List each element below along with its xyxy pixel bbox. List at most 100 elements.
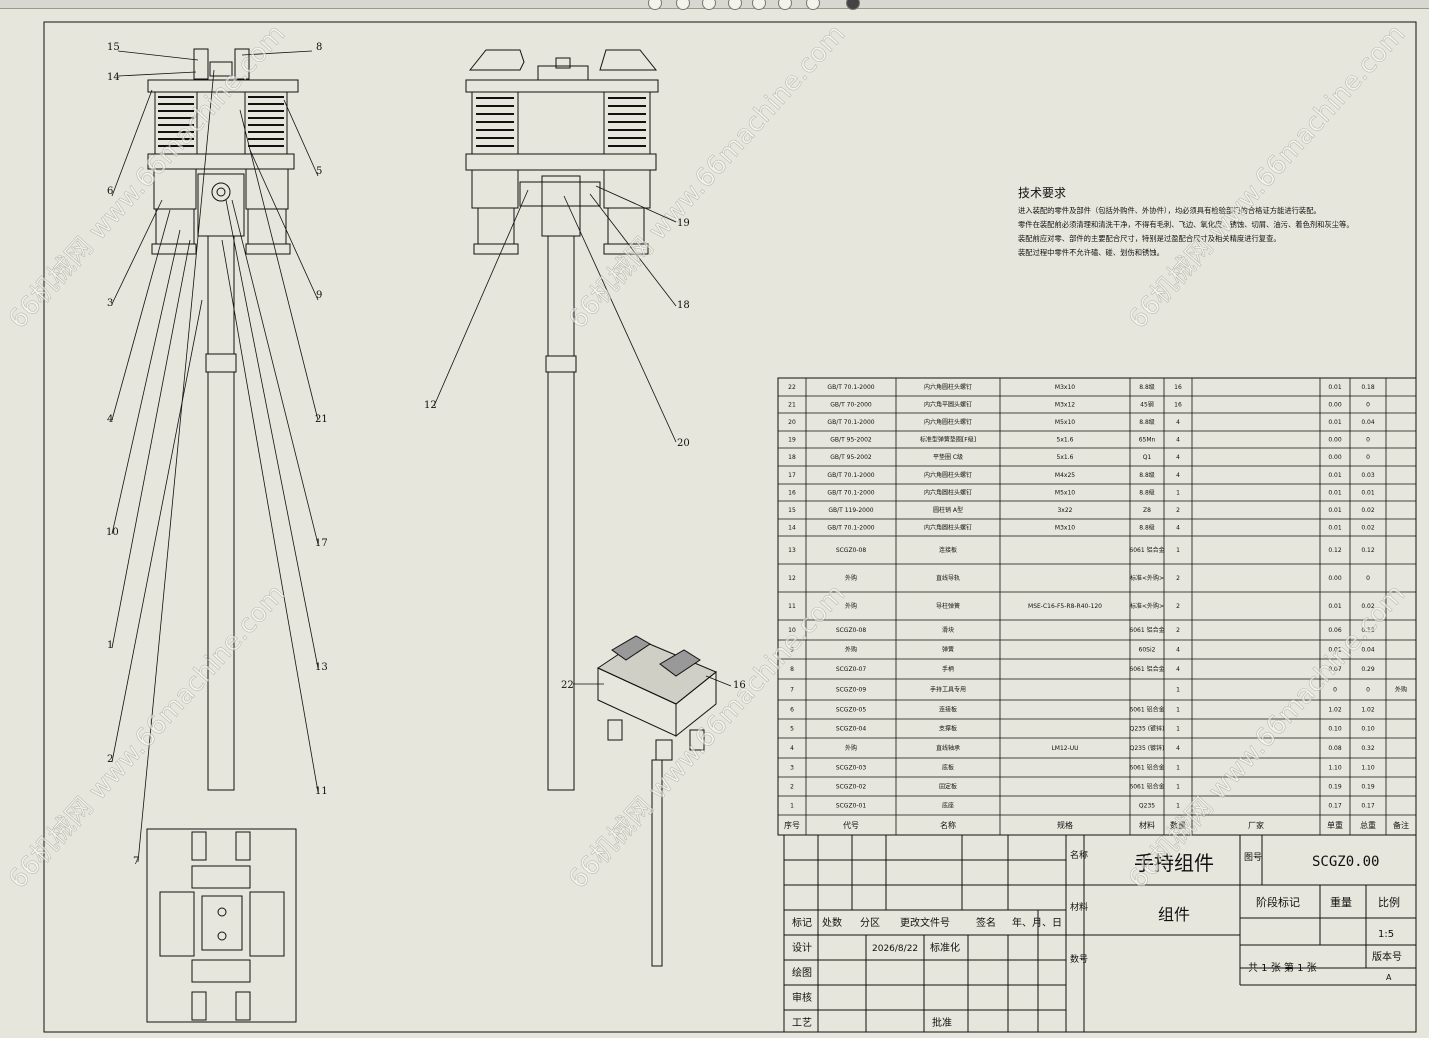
watermarks: 66机械网 www.66machine.com 66机械网 www.66mach… [3,19,1412,895]
bom-cell: 滑块 [942,626,954,634]
bom-cell: 0 [1366,402,1370,409]
tech-req-line: 进入装配的零件及部件（包括外购件、外协件），均必须具有检验部门的合格证方能进行装… [1018,206,1321,215]
bom-cell: 1 [790,803,794,810]
bom-cell: 0.17 [1361,803,1375,810]
view-icon[interactable] [806,0,820,10]
bom-cell: 0.19 [1361,784,1375,791]
sign-label: 签名 [976,916,996,929]
tech-req-line: 装配前应对零、部件的主要配合尺寸，特别是过盈配合尺寸及相关精度进行复查。 [1018,234,1281,243]
bom-cell: M3x12 [1055,402,1075,409]
material: 组件 [1158,905,1190,924]
zoom-area-icon[interactable] [676,0,690,10]
bom-cell: 4 [1176,419,1180,426]
rotate-icon[interactable] [752,0,766,10]
bom-cell: GB/T 119-2000 [828,507,873,514]
bom-cell: 16 [1174,384,1182,391]
callout-4: 4 [107,414,113,425]
watermark: 66机械网 www.66machine.com [563,19,851,335]
bom-header-cell: 备注 [1393,820,1409,830]
watermark: 66机械网 www.66machine.com [563,579,851,895]
bom-cell: 1.10 [1328,765,1342,772]
bom-cell: 8 [790,666,794,673]
bom-cell: 3 [790,765,794,772]
bom-cell: 1.10 [1361,765,1375,772]
design-label: 设计 [792,941,812,954]
bom-cell: 4 [790,745,794,752]
bom-cell: 0.19 [1328,784,1342,791]
zoom-in-icon[interactable] [702,0,716,10]
bom-cell: 直线导轨 [936,574,960,582]
weight-label: 重量 [1330,895,1352,909]
bom-header-cell: 材料 [1139,820,1155,830]
technical-requirements: 技术要求 进入装配的零件及部件（包括外购件、外协件），均必须具有检验部门的合格证… [1018,186,1354,257]
design-date: 2026/8/22 [872,944,918,954]
bom-cell: SCGZ0-07 [836,666,867,673]
callout-7: 7 [133,856,139,867]
bom-cell: 12 [788,575,796,582]
bom-cell: 0.01 [1328,419,1342,426]
bom-cell: 1 [1176,707,1180,714]
bom-cell: 2 [1176,627,1180,634]
callout-19: 19 [677,218,690,229]
bom-cell: GB/T 70.1-2000 [827,490,874,497]
bom-cell: 内六角平圆头螺钉 [924,401,972,409]
sheet-count: 共 1 张 第 1 张 [1248,961,1317,974]
bom-header-cell: 名称 [940,820,956,830]
name-label: 名称 [1070,849,1088,861]
display-icon[interactable] [846,0,860,10]
callout-17: 17 [315,538,328,549]
bom-cell: 固定板 [939,783,957,791]
bom-cell: 0.02 [1361,507,1375,514]
bom-cell: 8.8级 [1139,383,1155,391]
bom-cell: Q1 [1143,454,1152,461]
bom-cell: 内六角圆柱头螺钉 [924,383,972,391]
bom-cell: GB/T 70.1-2000 [827,472,874,479]
number-label: 数号 [1070,953,1088,965]
bom-cell: 4 [1176,525,1180,532]
bom-cell: 6 [790,707,794,714]
bom-cell: 连接板 [939,706,957,714]
bom-cell: 6061 铝合金 [1129,626,1164,634]
bom-cell: 0.18 [1361,384,1375,391]
bom-cell: 4 [1176,454,1180,461]
bom-cell: 0 [1366,454,1370,461]
bom-cell: 0.06 [1328,627,1342,634]
bom-cell: 4 [1176,666,1180,673]
callout-1: 1 [107,640,113,651]
scale-label: 比例 [1378,895,1400,909]
bom-cell: 13 [788,547,796,554]
bom-cell: 0.00 [1328,575,1342,582]
bom-cell: 1.02 [1361,707,1375,714]
version-value: A [1386,973,1392,982]
bom-header-cell: 厂家 [1248,820,1264,830]
pan-icon[interactable] [728,0,742,10]
process-label: 工艺 [792,1017,812,1029]
callout-15: 15 [107,42,120,53]
select-icon[interactable] [778,0,792,10]
bom-cell: 内六角圆柱头螺钉 [924,471,972,479]
bom-cell: 0.04 [1361,419,1375,426]
bom-header-cell: 单重 [1327,820,1343,830]
bom-cell: 支撑板 [939,725,957,733]
bom-cell: 0.07 [1328,666,1342,673]
bom-cell: 内六角圆柱头螺钉 [924,489,972,497]
bom-cell: GB/T 70.1-2000 [827,384,874,391]
bom-cell: 6061 铝合金 [1129,706,1164,714]
bom-cell: M4x25 [1055,472,1075,479]
bom-cell: 0.01 [1328,647,1342,654]
bom-cell: M5x10 [1055,490,1075,497]
callout-21: 21 [315,414,328,425]
bom-cell: 外购 [845,646,857,654]
bom-cell: 14 [788,525,796,532]
bom-cell: 6061 铝合金 [1129,546,1164,554]
bom-cell: 8.8级 [1139,524,1155,532]
zoom-fit-icon[interactable] [648,0,662,10]
bom-cell: GB/T 70-2000 [830,402,872,409]
callout-2: 2 [107,754,113,765]
stage-mark: 阶段标记 [1256,895,1300,909]
bom-cell: M3x10 [1055,384,1075,391]
bom-cell: 2 [1176,603,1180,610]
bom-cell: GB/T 70.1-2000 [827,419,874,426]
bom-cell: 内六角圆柱头螺钉 [924,524,972,532]
